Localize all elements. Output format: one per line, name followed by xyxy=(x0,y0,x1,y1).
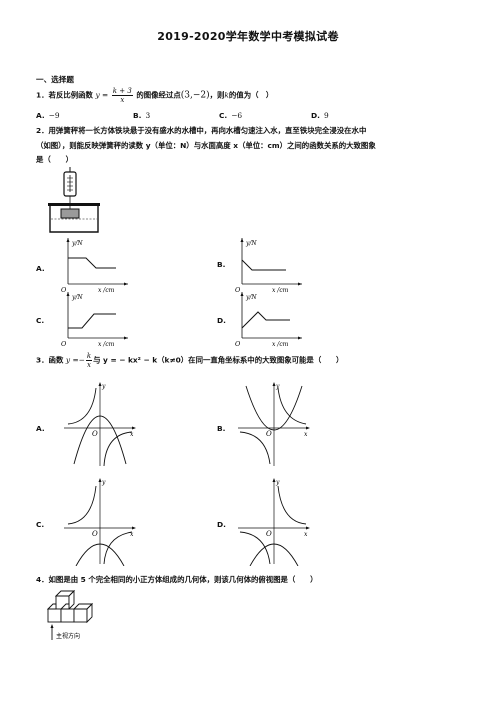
q3a-axis-x: x xyxy=(130,431,134,438)
q3-graph-a: y x O xyxy=(64,382,136,467)
q3d-axis-x: x xyxy=(304,531,308,538)
q3-option-b[interactable]: B. xyxy=(217,424,226,433)
q3a-origin: O xyxy=(92,430,98,438)
q2d-origin: O xyxy=(235,340,241,348)
q3-minus: − xyxy=(78,355,85,365)
q2b-xlabel: x /cm xyxy=(272,287,289,294)
q1-option-c-label: C. xyxy=(219,111,228,120)
q3d-origin: O xyxy=(266,530,272,538)
q3-y-eq: y = xyxy=(65,355,79,365)
q2a-origin: O xyxy=(61,286,67,294)
q2-line-3: 是（ ） xyxy=(36,155,73,164)
q1-post: ，则 xyxy=(209,90,225,100)
q2a-xlabel: x /cm xyxy=(98,287,115,294)
q2-graph-d: y/N x /cm O xyxy=(235,292,302,348)
q1-k: k xyxy=(224,90,229,100)
q1-option-a[interactable]: A.−9 xyxy=(36,111,60,120)
q1-option-b[interactable]: B.3 xyxy=(133,111,150,120)
q1-option-a-label: A. xyxy=(36,111,45,120)
q2c-xlabel: x /cm xyxy=(98,341,115,348)
q2-graph-c: y/N x /cm O xyxy=(61,292,128,348)
q2b-origin: O xyxy=(235,286,241,294)
q1-option-d[interactable]: D.9 xyxy=(311,111,329,120)
q1-end: 的值为（ ） xyxy=(228,90,274,100)
q2d-xlabel: x /cm xyxy=(272,341,289,348)
question-3: 3．函数 y =− k x 与 y = − kx² − k（k≠0）在同一直角坐… xyxy=(36,352,343,369)
question-1: 1．若反比例函数 y = k + 3 x 的图像经过点(3,−2)，则k的值为（… xyxy=(36,87,273,104)
q3-option-a[interactable]: A. xyxy=(36,424,45,433)
q3b-axis-x: x xyxy=(304,431,308,438)
q2c-ylabel: y/N xyxy=(71,294,83,301)
q1-option-b-label: B. xyxy=(133,111,142,120)
q1-option-d-value: 9 xyxy=(323,111,329,120)
q1-pre: 若反比例函数 xyxy=(48,90,93,100)
q2-line-2: （如图），则能反映弹簧秤的读数 y（单位：N）与水面高度 x（单位：cm）之间的… xyxy=(36,141,376,150)
q3-graph-b: y x O xyxy=(238,382,310,466)
q3-frac-den: x xyxy=(86,361,91,369)
q3-graph-c: y x O xyxy=(64,478,136,566)
q3-fraction: k x xyxy=(85,352,93,369)
q3d-axis-y: y xyxy=(275,479,280,486)
q2-option-a[interactable]: A. xyxy=(36,264,45,273)
q2b-ylabel: y/N xyxy=(245,240,257,247)
q1-option-b-value: 3 xyxy=(145,111,151,120)
q2-line-1: 2．用弹簧秤将一长方体铁块悬于没有盛水的水槽中，再向水槽匀速注入水，直至铁块完全… xyxy=(36,126,367,135)
q2-option-b[interactable]: B. xyxy=(217,260,226,269)
q1-y-eq: y = xyxy=(95,90,109,100)
q3-option-d[interactable]: D. xyxy=(217,520,226,529)
q2-graph-b: y/N x /cm O xyxy=(235,238,302,294)
section-heading: 一、选择题 xyxy=(36,75,74,84)
q3b-origin: O xyxy=(266,430,272,438)
q2-option-d[interactable]: D. xyxy=(217,316,226,325)
q1-point: (3,−2) xyxy=(180,90,210,101)
q1-frac-num: k + 3 xyxy=(111,87,133,96)
q3c-axis-x: x xyxy=(130,531,134,538)
q3-post: 与 y = − kx² − k（k≠0）在同一直角坐标系中的大致图象可能是（ ） xyxy=(93,355,344,365)
q2c-origin: O xyxy=(61,340,67,348)
q3-pre: 函数 xyxy=(48,355,64,365)
q3-frac-num: k xyxy=(85,352,93,361)
q3b-axis-y: y xyxy=(275,383,280,390)
q2a-ylabel: y/N xyxy=(71,240,83,247)
q3a-axis-y: y xyxy=(101,383,106,390)
q1-number: 1． xyxy=(36,90,49,100)
q3-graph-d: y x O xyxy=(238,478,310,566)
q4-view-label: 主视方向 xyxy=(56,632,80,640)
q2-figure-tank xyxy=(48,167,100,233)
q3c-axis-y: y xyxy=(101,479,106,486)
q1-option-a-value: −9 xyxy=(48,111,60,120)
q2d-ylabel: y/N xyxy=(245,294,257,301)
page-title: 2019-2020学年数学中考模拟试卷 xyxy=(157,30,339,43)
q1-option-d-label: D. xyxy=(311,111,320,120)
q3-option-c[interactable]: C. xyxy=(36,520,45,529)
q2-option-c[interactable]: C. xyxy=(36,316,45,325)
q1-option-c-value: −6 xyxy=(231,111,243,120)
question-4: 4．如图是由 5 个完全相同的小正方体组成的几何体，则该几何体的俯视图是（ ） xyxy=(36,575,318,584)
q1-option-c[interactable]: C.−6 xyxy=(219,111,242,120)
q1-mid: 的图像经过点 xyxy=(136,90,181,100)
q3-number: 3． xyxy=(36,355,49,365)
q1-fraction: k + 3 x xyxy=(111,87,133,104)
q4-figure-cubes: 主视方向 xyxy=(46,589,94,640)
q3c-origin: O xyxy=(92,530,98,538)
q1-frac-den: x xyxy=(120,96,125,104)
q2-graph-a: y/N x /cm O xyxy=(61,238,128,294)
